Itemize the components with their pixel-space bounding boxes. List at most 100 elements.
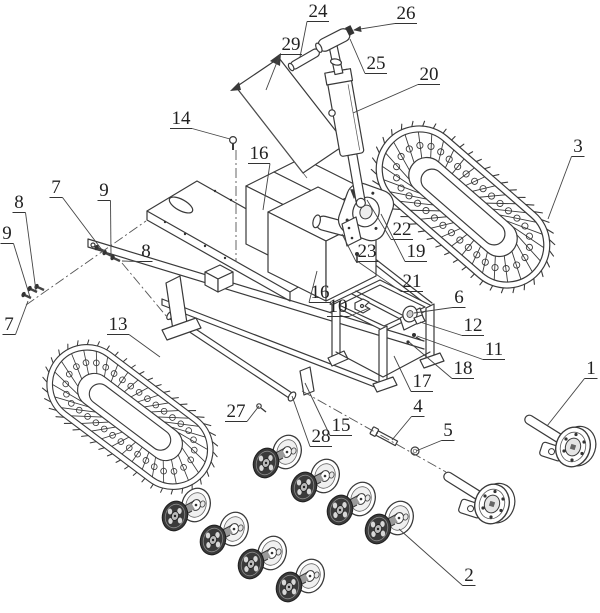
part-number: 5 [443,420,453,441]
cover-panel [230,53,347,179]
part-number: 2 [464,565,474,586]
part-label-8-12: 8 [121,241,153,262]
leader-line [380,213,406,262]
part-label-10-18: 10 [327,296,370,317]
part-label-6-19: 6 [413,287,466,314]
screw-14 [229,136,238,150]
main-rail [87,238,425,350]
shackle-bracket [413,314,426,325]
leader-line [408,341,453,379]
part-label-7-9: 7 [49,177,103,251]
motor-bracket [341,216,362,247]
panel-corner-arrow [270,53,281,66]
part-label-19-14: 19 [380,213,427,262]
part-label-18-24: 18 [408,341,474,379]
bolt-11 [412,333,416,337]
part-number: 11 [485,339,503,360]
leader-line [299,21,308,58]
leader-line [356,260,402,292]
rear-subframe [327,279,445,393]
assembly-axis-line [25,220,147,306]
leader-line [15,300,29,335]
cylinder-port [328,109,336,117]
part-label-11-23: 11 [416,335,505,360]
pin-rod-24 [287,48,320,72]
part-number: 4 [413,396,423,417]
leader-line [291,395,311,447]
leader-line [413,307,453,314]
leader-line [246,405,260,422]
part-label-21-16: 21 [356,260,423,292]
part-label-2-32: 2 [398,528,476,586]
part-number: 1 [586,358,596,379]
part-label-16-17: 16 [308,270,331,303]
leader-line [416,335,484,360]
part-number: 9 [2,223,12,244]
part-number: 26 [397,3,416,24]
part-label-28-29: 28 [291,395,332,447]
part-number: 8 [14,192,24,213]
part-number: 7 [51,177,61,198]
part-number: 14 [172,108,192,129]
part-number: 20 [420,64,439,85]
part-number: 7 [4,314,14,335]
part-label-14-5: 14 [170,108,231,140]
part-label-15-28: 15 [304,382,352,436]
part-label-24-0: 24 [299,1,329,58]
part-label-3-7: 3 [547,136,585,220]
leader-line [121,260,140,262]
part-label-5-30: 5 [415,420,455,452]
leader-line [352,84,419,114]
hydraulic-cylinder-assembly [315,25,366,208]
part-label-1-31: 1 [546,358,598,427]
construction-lines [25,150,447,473]
part-label-26-1: 26 [353,3,417,32]
part-number: 25 [367,53,386,74]
leader-line [265,54,281,91]
part-label-25-3: 25 [349,38,387,74]
part-number: 15 [332,415,351,436]
part-number: 29 [282,34,301,55]
part-label-23-15: 23 [341,233,378,262]
leader-line [304,382,331,436]
leader-line [25,212,37,292]
part-number: 19 [407,241,426,262]
part-number: 17 [413,371,432,392]
handle-pin-26 [345,25,355,36]
drive-motor-assembly [312,178,395,247]
bolt-18 [406,340,410,344]
part-label-9-10: 9 [97,180,112,256]
part-number: 9 [99,180,109,201]
leader-line [393,355,412,392]
leader-line [547,156,572,220]
assembly-axis-line [301,390,447,473]
part-number: 16 [311,282,330,303]
part-label-9-11: 9 [0,223,31,298]
part-label-27-26: 27 [225,401,260,422]
part-number: 13 [109,314,128,335]
part-number: 18 [454,358,473,379]
part-number: 6 [454,287,464,308]
leader-line [419,321,463,336]
part-number: 10 [329,296,348,317]
part-number: 16 [250,143,269,164]
part-number: 22 [393,219,412,240]
part-label-22-13: 22 [366,199,413,240]
part-number: 3 [573,136,583,157]
leader-line [191,128,231,140]
leader-line [13,243,31,298]
leader-line [415,440,442,452]
part-label-12-20: 12 [419,315,484,336]
leader-line [546,378,585,427]
leader-line [349,38,366,74]
leader-line [366,199,392,240]
leader-line [110,200,112,256]
part-label-20-4: 20 [352,64,440,114]
part-number: 8 [141,241,151,262]
leader-line [398,528,463,586]
part-label-16-6: 16 [248,143,271,211]
part-label-29-2: 29 [265,34,302,91]
leader-line [308,270,318,303]
